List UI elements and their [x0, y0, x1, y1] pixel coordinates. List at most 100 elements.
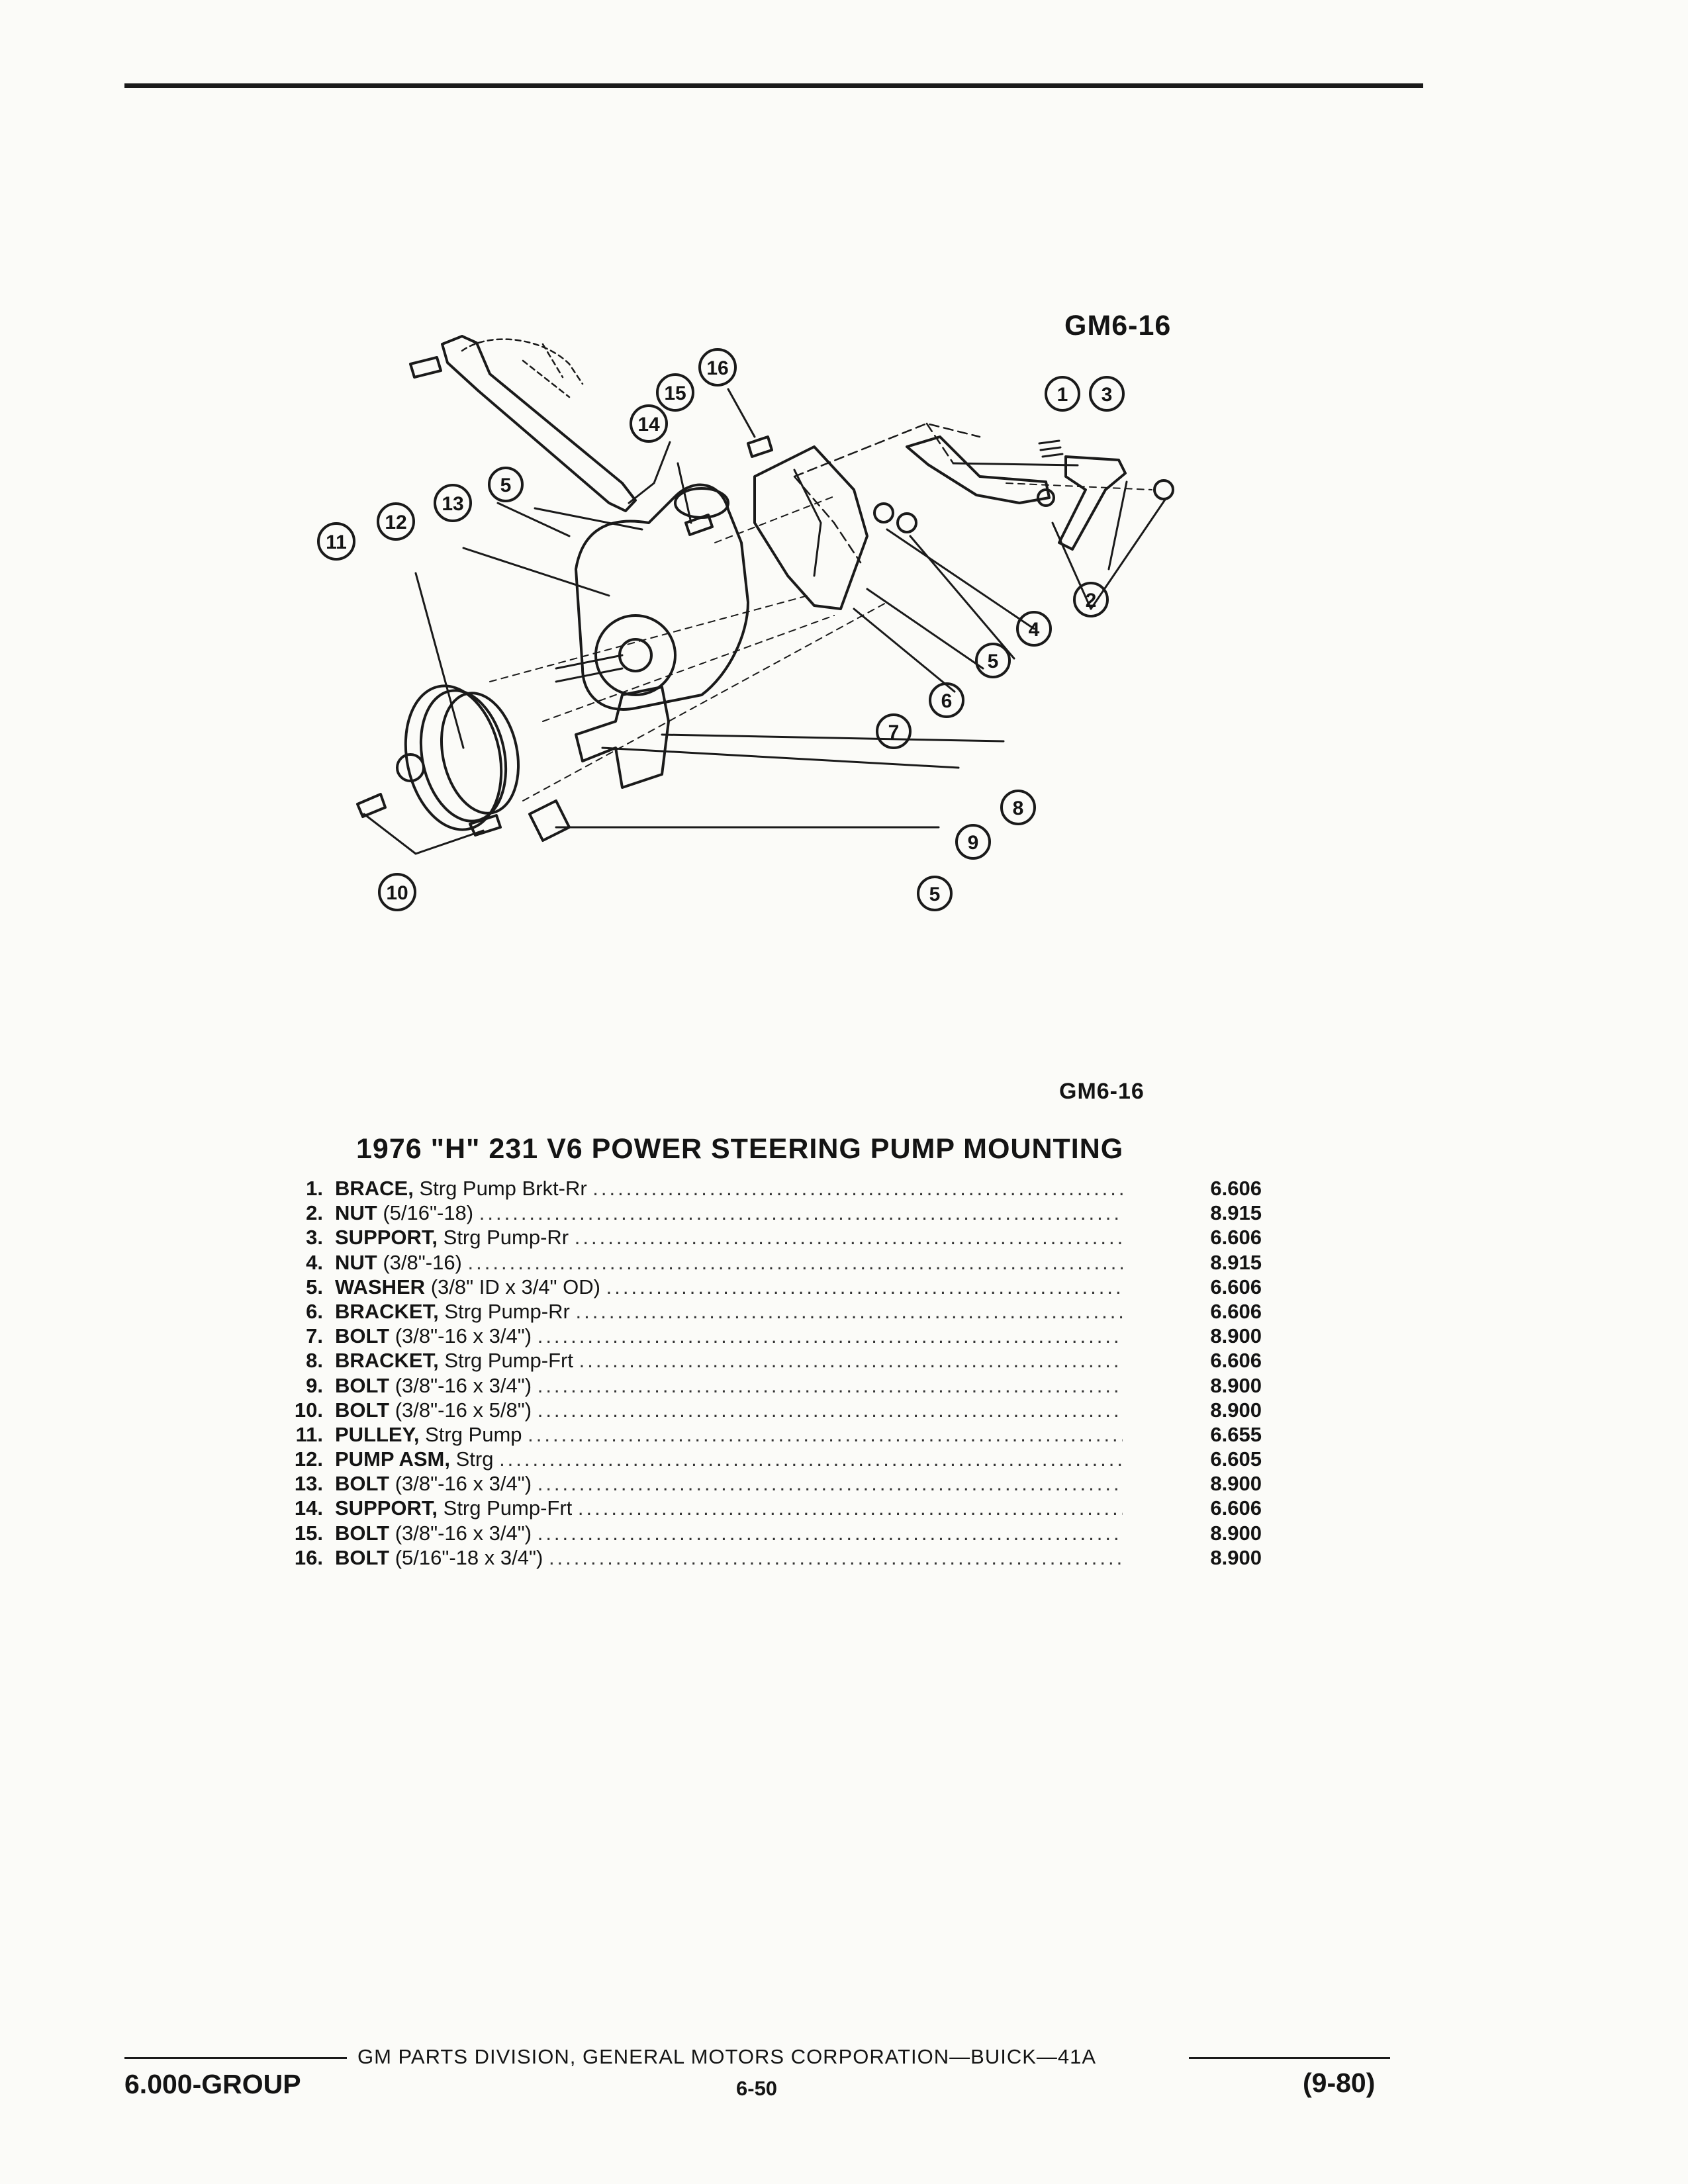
part-description: BOLT (3/8"-16 x 3/4") ..................… [335, 1472, 1123, 1496]
leader-dots: ........................................… [479, 1201, 1123, 1225]
part-detail: (5/16"-18) [377, 1201, 474, 1225]
svg-text:6: 6 [941, 690, 953, 712]
leader-dots: ........................................… [499, 1447, 1123, 1471]
svg-text:5: 5 [988, 651, 999, 672]
part-number: 15. [294, 1521, 323, 1545]
part-row: 16.BOLT (5/16"-18 x 3/4") ..............… [278, 1546, 1271, 1570]
part-row: 3.SUPPORT, Strg Pump-Rr ................… [278, 1226, 1271, 1250]
part-detail: Strg Pump Brkt-Rr [413, 1177, 587, 1200]
part-group-number: 6.606 [1210, 1349, 1262, 1373]
part-row: 7.BOLT (3/8"-16 x 3/4") ................… [278, 1324, 1271, 1349]
part-name: BOLT [335, 1545, 390, 1569]
part-description: SUPPORT, Strg Pump-Frt .................… [335, 1496, 1123, 1520]
leader-dots: ........................................… [537, 1398, 1123, 1422]
svg-text:9: 9 [968, 832, 979, 854]
part-group-number: 6.606 [1210, 1299, 1262, 1323]
part-number: 2. [306, 1201, 323, 1225]
callout-12: 12 [377, 502, 415, 541]
svg-text:7: 7 [888, 721, 900, 743]
callout-1: 1 [1045, 376, 1080, 412]
svg-text:1: 1 [1057, 384, 1068, 406]
part-group-number: 6.605 [1210, 1447, 1262, 1471]
part-number: 16. [294, 1545, 323, 1569]
callout-13: 13 [434, 484, 472, 522]
parts-list: 1. BRACE, Strg Pump Brkt-Rr .............… [278, 1177, 1271, 1570]
callout-5-bottom: 5 [917, 876, 953, 911]
svg-text:11: 11 [326, 531, 347, 553]
leader-dots: ........................................… [528, 1422, 1123, 1446]
part-group-number: 8.900 [1210, 1472, 1262, 1496]
part-group-number: 8.900 [1210, 1373, 1262, 1397]
svg-text:5: 5 [929, 884, 941, 905]
part-name: BOLT [335, 1472, 390, 1496]
part-group-number: 8.900 [1210, 1398, 1262, 1422]
callout-16: 16 [698, 348, 737, 387]
svg-text:13: 13 [442, 493, 463, 515]
svg-text:16: 16 [706, 357, 728, 379]
front-support-bar [441, 335, 637, 512]
callout-3: 3 [1089, 376, 1125, 412]
part-name: BRACKET, [335, 1299, 439, 1323]
part-row: 11.PULLEY, Strg Pump ...................… [278, 1423, 1271, 1447]
part-row: 5. WASHER (3/8" ID x 3/4" OD) ...........… [278, 1275, 1271, 1300]
part-row: 14.SUPPORT, Strg Pump-Frt ..............… [278, 1496, 1271, 1521]
svg-text:5: 5 [500, 475, 512, 496]
footer-page-number: 6-50 [736, 2077, 778, 2100]
part-row: 10.BOLT (3/8"-16 x 5/8") ...............… [278, 1398, 1271, 1423]
part-description: NUT (5/16"-18) .........................… [335, 1201, 1123, 1225]
part-name: PULLEY, [335, 1422, 420, 1446]
part-description: BRACE, Strg Pump Brkt-Rr ...............… [335, 1177, 1123, 1201]
part-description: BRACKET, Strg Pump-Rr ..................… [335, 1300, 1123, 1324]
figure-tag-bottom: GM6-16 [1059, 1079, 1145, 1104]
part-number: 9. [306, 1373, 323, 1397]
exploded-view-illustration: 1 3 16 15 14 5 13 12 11 2 4 5 6 7 8 9 5 … [317, 335, 1174, 911]
part-detail: Strg Pump-Frt [438, 1349, 573, 1373]
part-group-number: 6.655 [1210, 1422, 1262, 1446]
pulley [404, 684, 503, 831]
part-number: 1. [306, 1177, 323, 1200]
leader-dots: ........................................… [592, 1177, 1123, 1200]
callout-9: 9 [955, 824, 991, 860]
part-detail: Strg Pump-Rr [438, 1299, 570, 1323]
svg-text:4: 4 [1029, 619, 1040, 641]
callout-6: 6 [929, 682, 964, 718]
leader-dots: ........................................… [537, 1472, 1123, 1496]
callout-10: 10 [378, 873, 416, 911]
part-number: 10. [294, 1398, 323, 1422]
part-detail: Strg Pump-Frt [438, 1496, 573, 1520]
leader-dots: ........................................… [577, 1496, 1123, 1520]
rear-brace [906, 435, 1051, 504]
part-number: 13. [294, 1472, 323, 1496]
part-name: NUT [335, 1201, 377, 1225]
leader-dots: ........................................… [606, 1275, 1123, 1298]
part-detail: (5/16"-18 x 3/4") [389, 1545, 543, 1569]
callout-11: 11 [317, 522, 355, 561]
part-row: 9. BOLT (3/8"-16 x 3/4") ................… [278, 1374, 1271, 1398]
part-detail: (3/8" ID x 3/4" OD) [425, 1275, 600, 1298]
part-description: BOLT (3/8"-16 x 3/4") ..................… [335, 1374, 1123, 1398]
footer-date: (9-80) [1303, 2068, 1376, 2098]
part-description: SUPPORT, Strg Pump-Rr ..................… [335, 1226, 1123, 1250]
front-bracket [575, 686, 670, 789]
leader-dots: ........................................… [537, 1373, 1123, 1397]
callout-7: 7 [876, 713, 912, 749]
svg-text:15: 15 [664, 383, 686, 404]
part-name: WASHER [335, 1275, 426, 1298]
part-description: WASHER (3/8" ID x 3/4" OD) .............… [335, 1275, 1123, 1299]
part-detail: Strg [449, 1447, 494, 1471]
part-description: PULLEY, Strg Pump ......................… [335, 1423, 1123, 1447]
part-number: 5. [306, 1275, 323, 1298]
callout-8: 8 [1000, 790, 1036, 825]
part-row: 15.BOLT (3/8"-16 x 3/4") ...............… [278, 1522, 1271, 1546]
part-detail: (3/8"-16 x 3/4") [389, 1521, 532, 1545]
part-name: NUT [335, 1250, 377, 1274]
part-description: PUMP ASM, Strg .........................… [335, 1447, 1123, 1471]
pump-reservoir [575, 483, 749, 711]
part-row: 4.NUT (3/8"-16) ........................… [278, 1251, 1271, 1275]
callout-4: 4 [1016, 611, 1052, 647]
part-detail: (3/8"-16 x 3/4") [389, 1373, 532, 1397]
part-description: BOLT (3/8"-16 x 3/4") ..................… [335, 1324, 1123, 1348]
part-row: 1. BRACE, Strg Pump Brkt-Rr .............… [278, 1177, 1271, 1201]
part-name: BOLT [335, 1373, 390, 1397]
footer-rule-left [124, 2057, 347, 2059]
